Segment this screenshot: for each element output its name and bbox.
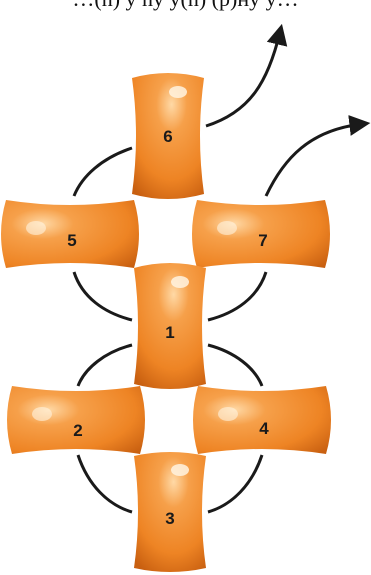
outgoing-arrows — [205, 23, 371, 197]
node-3: 3 — [134, 452, 206, 572]
node-6: 6 — [132, 73, 204, 199]
edge-1-4 — [207, 343, 264, 387]
node-5: 5 — [1, 200, 139, 268]
edge-2-3 — [76, 454, 133, 514]
upper-ring-edges — [72, 146, 268, 322]
node-label-6: 6 — [163, 127, 172, 146]
edge-5-1 — [72, 271, 133, 322]
node-4: 4 — [193, 386, 331, 454]
edge-1-2 — [76, 343, 133, 387]
node-7: 7 — [192, 200, 330, 268]
edge-1-7 — [207, 271, 268, 322]
arrow-from-6 — [205, 23, 288, 128]
node-label-4: 4 — [259, 419, 269, 438]
edge-6-5 — [72, 146, 133, 197]
node-label-2: 2 — [73, 421, 82, 440]
node-label-3: 3 — [165, 509, 174, 528]
node-label-7: 7 — [258, 231, 267, 250]
arrow-from-7 — [264, 115, 371, 197]
lower-ring-edges — [76, 343, 264, 514]
node-2: 2 — [7, 386, 145, 454]
clipped-header-text: …(n) у nу у(n) (p)ну у… — [0, 0, 371, 12]
node-1: 1 — [134, 263, 206, 389]
node-label-5: 5 — [67, 231, 76, 250]
edge-4-3 — [207, 454, 264, 514]
node-label-1: 1 — [165, 323, 174, 342]
